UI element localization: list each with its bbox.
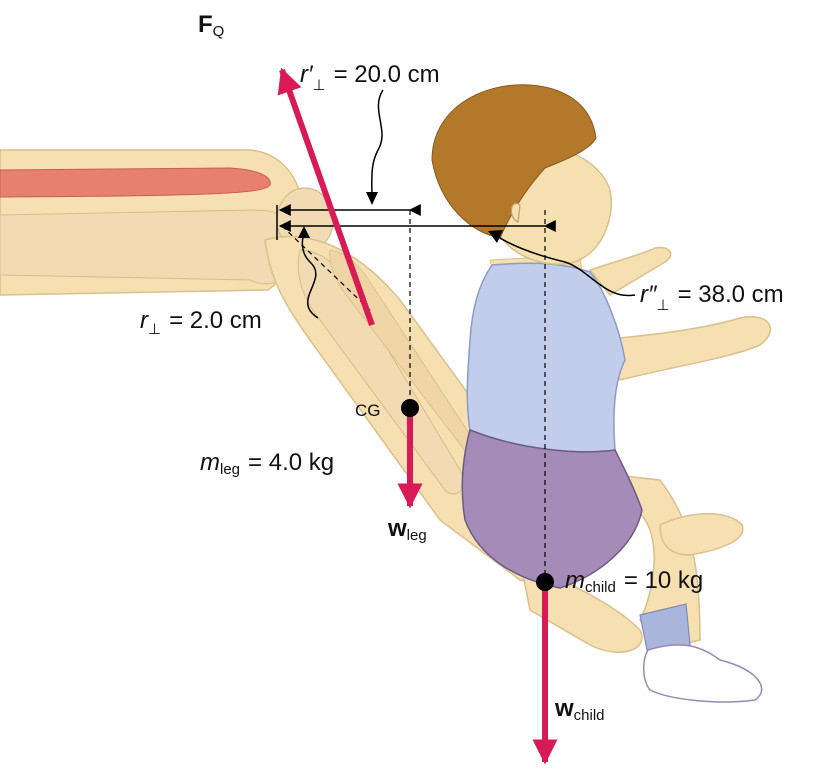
child-shirt xyxy=(466,262,626,453)
w-leg-label: wleg xyxy=(387,515,427,544)
r-prime-pointer-head xyxy=(366,192,378,205)
r-perp-label: r⊥= 2.0 cm xyxy=(140,307,262,338)
r-perp-pointer xyxy=(301,231,319,319)
child-illustration xyxy=(431,84,772,703)
m-leg-label: mleg= 4.0 kg xyxy=(200,449,334,478)
r-double-prime-label: r″⊥= 38.0 cm xyxy=(640,281,784,314)
cg-label: CG xyxy=(355,401,381,420)
child-arm-lower xyxy=(598,316,772,381)
child-shoe xyxy=(643,644,763,703)
child-hair xyxy=(431,84,597,239)
force-fq-arrow xyxy=(277,67,375,326)
femur-bone xyxy=(0,209,302,285)
w-child-label: wchild xyxy=(554,695,605,724)
force-label: FQ xyxy=(198,11,224,40)
r-perp-pointer-head xyxy=(298,226,310,238)
r-double-prime-pointer-head xyxy=(488,230,503,243)
r-double-prime-pointer xyxy=(494,234,636,297)
child-mass-point xyxy=(536,573,554,591)
force-arrows xyxy=(277,67,558,765)
r-perp-dashed-line xyxy=(281,225,373,313)
lever-arm-lines xyxy=(276,89,636,582)
labels: FQ r′⊥= 20.0 cm r″⊥= 38.0 cm r⊥= 2.0 cm … xyxy=(140,11,784,724)
m-child-label: mchild= 10 kg xyxy=(565,567,703,596)
child-foot-right xyxy=(659,513,744,556)
child-sock xyxy=(639,603,691,656)
child-arm-upper xyxy=(588,246,672,296)
r-prime-pointer xyxy=(371,89,384,201)
cg-point xyxy=(401,399,419,417)
child-pants xyxy=(461,428,643,589)
r-prime-label: r′⊥= 20.0 cm xyxy=(300,61,440,94)
thigh-muscle xyxy=(0,167,271,198)
